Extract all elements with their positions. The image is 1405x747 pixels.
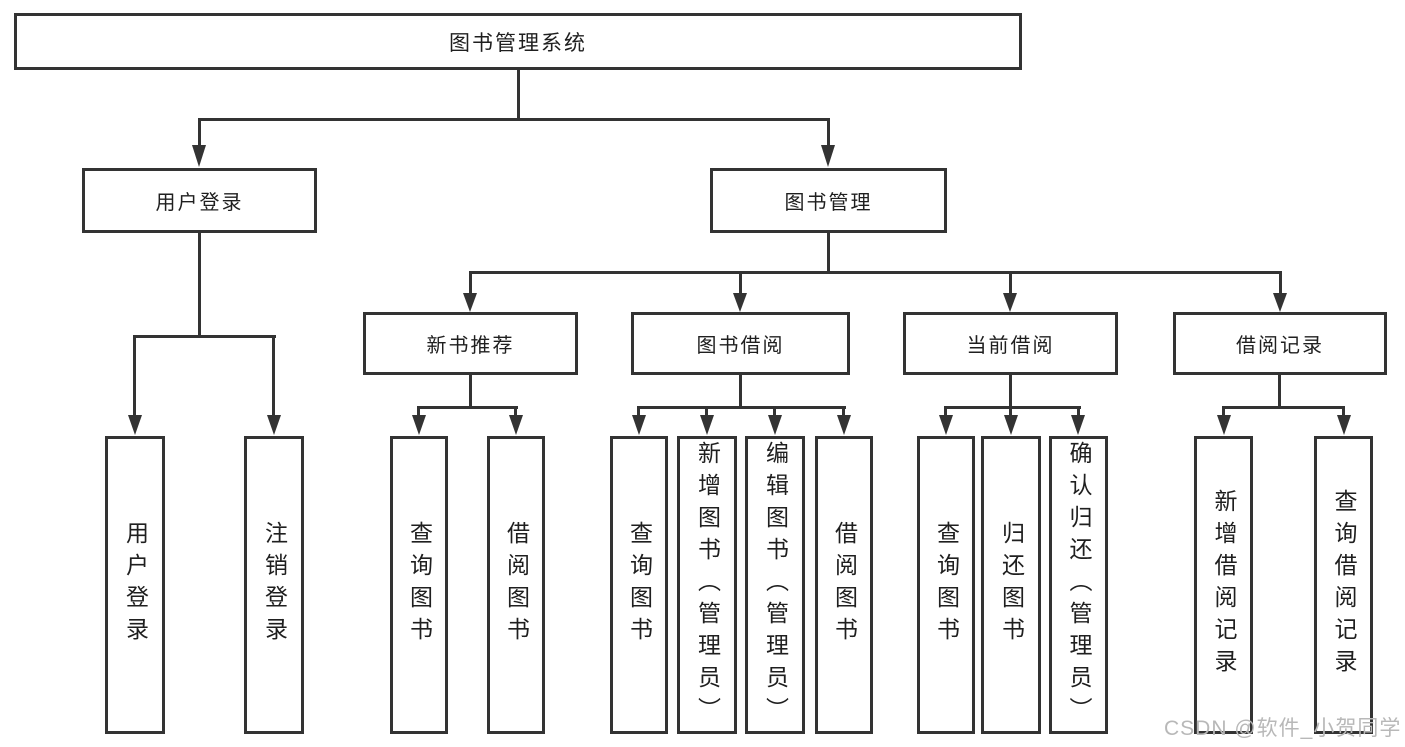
leaf-label: 注销登录	[261, 521, 288, 649]
node-label: 当前借阅	[966, 335, 1055, 357]
arrow-down-icon	[1004, 415, 1018, 435]
connector-vline	[944, 406, 947, 418]
connector-hline	[417, 406, 518, 409]
arrow-down-icon	[128, 415, 142, 435]
connector-vline	[198, 118, 201, 147]
arrow-down-icon	[1337, 415, 1351, 435]
connector-vline	[1278, 375, 1281, 406]
arrow-down-icon	[939, 415, 953, 435]
leaf-edit-book-admin: 编辑图书（管理员）	[745, 436, 805, 734]
csdn-watermark: CSDN @软件_小贺同学	[1164, 717, 1402, 740]
arrow-down-icon	[733, 293, 747, 312]
leaf-confirm-return-admin: 确认归还（管理员）	[1049, 436, 1108, 734]
leaf-add-borrow-record: 新增借阅记录	[1194, 436, 1253, 734]
node-current-borrow: 当前借阅	[903, 312, 1118, 375]
leaf-label: 用户登录	[122, 521, 149, 649]
node-new-book-recommend: 新书推荐	[363, 312, 578, 375]
arrow-down-icon	[821, 145, 835, 167]
leaf-label: 借阅图书	[831, 521, 858, 649]
connector-hline	[944, 406, 1081, 409]
connector-hline	[469, 271, 1281, 274]
connector-vline	[1279, 271, 1282, 295]
arrow-down-icon	[1273, 293, 1287, 312]
leaf-label: 查询图书	[626, 521, 653, 649]
connector-vline	[827, 118, 830, 147]
leaf-query-books: 查询图书	[917, 436, 975, 734]
arrow-down-icon	[1071, 415, 1085, 435]
connector-vline	[198, 233, 201, 335]
node-borrow-records: 借阅记录	[1173, 312, 1387, 375]
connector-hline	[1222, 406, 1345, 409]
leaf-label: 编辑图书（管理员）	[762, 441, 789, 729]
connector-vline	[637, 406, 640, 418]
connector-vline	[705, 406, 708, 418]
arrow-down-icon	[463, 293, 477, 312]
node-book-management-system: 图书管理系统	[14, 13, 1022, 70]
arrow-down-icon	[632, 415, 646, 435]
node-book-management: 图书管理	[710, 168, 947, 233]
node-label: 图书管理	[784, 192, 873, 214]
node-book-borrow: 图书借阅	[631, 312, 850, 375]
arrow-down-icon	[267, 415, 281, 435]
connector-vline	[417, 406, 420, 418]
connector-vline	[514, 406, 517, 418]
leaf-user-login: 用户登录	[105, 436, 165, 734]
leaf-add-book-admin: 新增图书（管理员）	[677, 436, 737, 734]
arrow-down-icon	[700, 415, 714, 435]
arrow-down-icon	[1217, 415, 1231, 435]
arrow-down-icon	[192, 145, 206, 167]
node-label: 新书推荐	[426, 335, 515, 357]
connector-vline	[773, 406, 776, 418]
leaf-label: 确认归还（管理员）	[1066, 441, 1092, 729]
leaf-label: 借阅图书	[503, 521, 530, 649]
connector-vline	[1222, 406, 1225, 418]
leaf-query-books: 查询图书	[390, 436, 448, 734]
connector-vline	[469, 271, 472, 295]
connector-vline	[469, 375, 472, 406]
connector-vline	[1009, 375, 1012, 406]
leaf-return-books: 归还图书	[981, 436, 1041, 734]
connector-hline	[198, 118, 830, 121]
node-label: 借阅记录	[1236, 335, 1324, 357]
leaf-borrow-books: 借阅图书	[487, 436, 545, 734]
arrow-down-icon	[509, 415, 523, 435]
connector-vline	[272, 335, 275, 417]
connector-vline	[739, 375, 742, 406]
arrow-down-icon	[837, 415, 851, 435]
leaf-label: 新增借阅记录	[1211, 489, 1237, 681]
leaf-query-books: 查询图书	[610, 436, 668, 734]
arrow-down-icon	[1003, 293, 1017, 312]
connector-vline	[739, 271, 742, 295]
connector-vline	[842, 406, 845, 418]
connector-vline	[827, 233, 830, 271]
connector-vline	[1009, 406, 1012, 418]
connector-vline	[1009, 271, 1012, 295]
node-label: 图书借阅	[696, 335, 785, 357]
connector-hline	[637, 406, 846, 409]
arrow-down-icon	[412, 415, 426, 435]
connector-vline	[1342, 406, 1345, 418]
leaf-label: 查询图书	[406, 521, 433, 649]
node-label: 图书管理系统	[449, 31, 587, 55]
leaf-label: 查询借阅记录	[1331, 489, 1357, 681]
connector-vline	[133, 335, 136, 417]
leaf-borrow-books: 借阅图书	[815, 436, 873, 734]
arrow-down-icon	[768, 415, 782, 435]
leaf-query-borrow-record: 查询借阅记录	[1314, 436, 1373, 734]
connector-vline	[1077, 406, 1080, 418]
leaf-label: 新增图书（管理员）	[694, 441, 721, 729]
leaf-label: 归还图书	[998, 521, 1025, 649]
node-label: 用户登录	[155, 192, 244, 214]
leaf-label: 查询图书	[933, 521, 960, 649]
connector-hline	[133, 335, 276, 338]
connector-vline	[517, 70, 520, 118]
node-user-login: 用户登录	[82, 168, 317, 233]
leaf-logout: 注销登录	[244, 436, 304, 734]
